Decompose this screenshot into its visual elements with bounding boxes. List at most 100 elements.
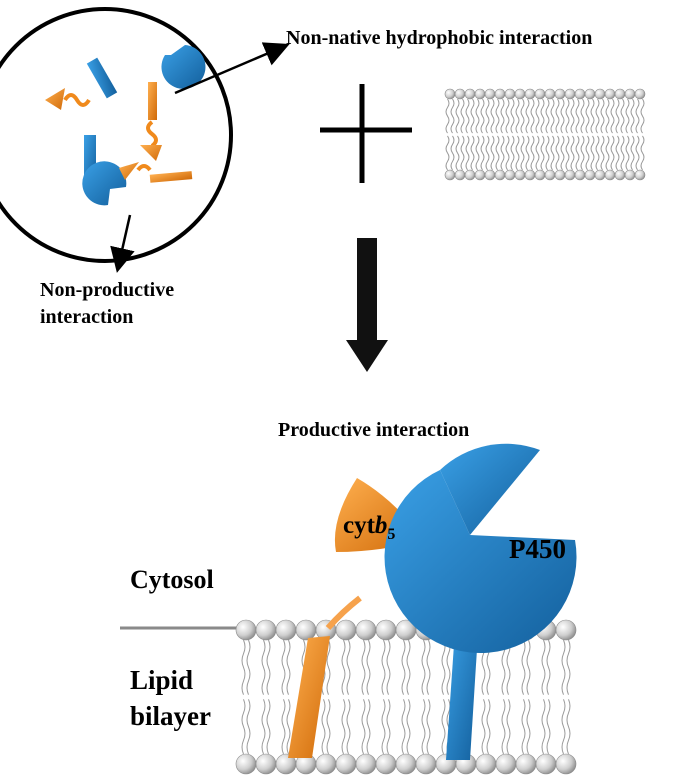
p450-free-bottom (82, 135, 127, 206)
lipid-head (484, 169, 496, 181)
lipid-tail (406, 639, 411, 695)
lipid-tail (506, 639, 511, 695)
lipid-tail (506, 699, 511, 755)
lipid-tail (630, 135, 635, 171)
lipid-tail (475, 135, 480, 171)
lipid-head (395, 753, 417, 775)
lipid-tail (530, 98, 535, 134)
lipid-tail (445, 135, 450, 171)
lipid-tail (545, 135, 550, 171)
lipid-tail (241, 639, 246, 695)
lipid-head (255, 619, 277, 641)
lipid-tail (561, 699, 566, 755)
lipid-tail (535, 135, 540, 171)
lipid-tail (575, 98, 580, 134)
lipid-tail (455, 135, 460, 171)
lipid-tail (490, 98, 495, 134)
lipid-tail (366, 639, 371, 695)
p450-free-top (86, 45, 206, 99)
lipid-head (515, 753, 537, 775)
lipid-tail (635, 98, 640, 134)
lipid-head (534, 88, 546, 100)
lipid-tail (560, 98, 565, 134)
lipid-tail (286, 699, 291, 755)
lipid-tail (450, 135, 455, 171)
lipid-tail (261, 699, 266, 755)
lipid-head (235, 753, 257, 775)
lipid-tail (441, 699, 446, 755)
lipid-tail (495, 135, 500, 171)
lipid-head (454, 88, 466, 100)
lipid-head (415, 753, 437, 775)
lipid-tail (615, 135, 620, 171)
lipid-tail (590, 98, 595, 134)
lipid-tail (321, 699, 326, 755)
lipid-tail (500, 135, 505, 171)
lipid-tail (530, 135, 535, 171)
nonnative-pointer-arrow (174, 42, 290, 95)
lipid-tail (381, 639, 386, 695)
lipid-tail (401, 699, 406, 755)
lipid-tail (495, 98, 500, 134)
lipid-head (514, 88, 526, 100)
lipid-tail (326, 699, 331, 755)
lipid-head (355, 753, 377, 775)
cytb5-label: cytb5 (343, 512, 395, 544)
lipid-tail (501, 699, 506, 755)
lipid-tail (555, 98, 560, 134)
lipid-tail (520, 98, 525, 134)
lipid-head (544, 169, 556, 181)
lipid-head (495, 753, 517, 775)
lipid-head (574, 169, 586, 181)
lipid-head (504, 169, 516, 181)
lipid-tail (460, 135, 465, 171)
lipid-tail (460, 98, 465, 134)
lipid-tail (550, 98, 555, 134)
cytb5-label-prefix: cyt (343, 512, 375, 539)
lipid-head (454, 169, 466, 181)
lipid-tail (521, 699, 526, 755)
lipid-head (534, 169, 546, 181)
lipid-head (535, 753, 557, 775)
cytosol-label: Cytosol (130, 565, 214, 594)
nonnative-label: Non-native hydrophobic interaction (286, 27, 593, 49)
lipid-head (604, 88, 616, 100)
lipid-tail (526, 699, 531, 755)
lipid-tail (386, 699, 391, 755)
lipid-tail (600, 135, 605, 171)
lipid-tail (640, 98, 645, 134)
lipid-head (475, 753, 497, 775)
lipid-tail (346, 639, 351, 695)
productive-label: Productive interaction (278, 419, 470, 441)
lipid-tail (545, 98, 550, 134)
lipid-head (544, 88, 556, 100)
lipid-tail (610, 135, 615, 171)
cytb5-free-bottom (119, 162, 193, 183)
lipid-tail (566, 699, 571, 755)
nonproductive-pointer-arrow (110, 214, 135, 273)
lipid-tail (620, 98, 625, 134)
lipid-head (555, 753, 577, 775)
lipid-tail (635, 135, 640, 171)
membrane-large (235, 619, 577, 775)
lipid-tail (565, 98, 570, 134)
lipid-tail (281, 639, 286, 695)
lipid-label-line1: Lipid (130, 665, 194, 695)
lipid-tail (361, 699, 366, 755)
lipid-tail (386, 639, 391, 695)
cytb5-free-middle (140, 82, 162, 161)
lipid-tail (421, 699, 426, 755)
lipid-head (444, 169, 456, 181)
cytb5-anchor (288, 595, 362, 758)
lipid-head (574, 88, 586, 100)
lipid-tail (600, 98, 605, 134)
lipid-head (295, 619, 317, 641)
down-arrow (346, 238, 388, 372)
p450-protein (384, 443, 577, 654)
lipid-head (554, 169, 566, 181)
lipid-tail (421, 639, 426, 695)
lipid-tail (630, 98, 635, 134)
membrane-small (444, 88, 646, 181)
lipid-head (494, 88, 506, 100)
